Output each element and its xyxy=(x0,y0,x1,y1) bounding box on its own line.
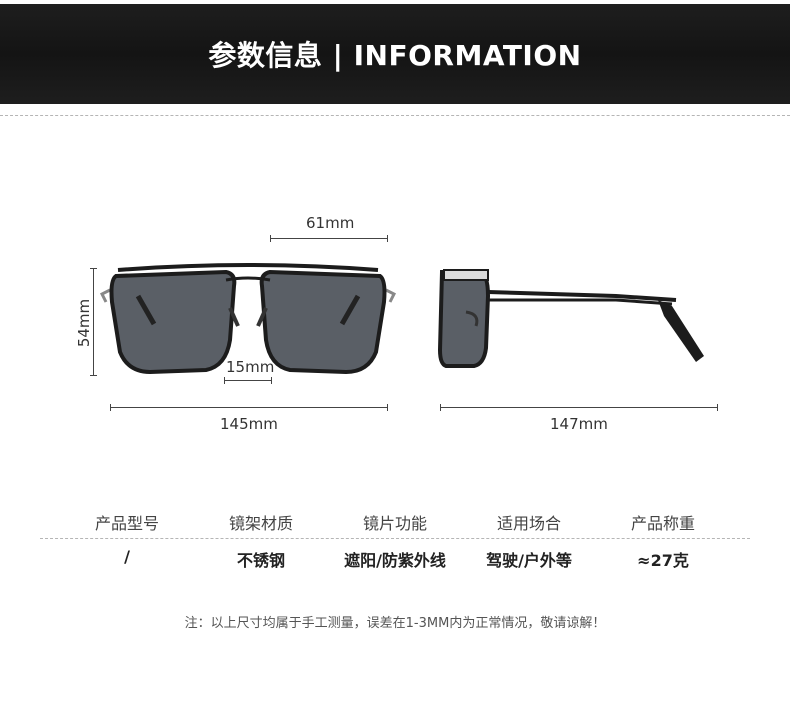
header-title: 参数信息 | INFORMATION xyxy=(208,39,582,72)
spec-value-function: 遮阳/防紫外线 xyxy=(344,551,446,570)
spec-value-material: 不锈钢 xyxy=(236,551,285,570)
temple-length-line xyxy=(440,404,718,411)
spec-header-occasion: 适用场合 xyxy=(496,514,561,533)
header-divider xyxy=(0,115,790,116)
glasses-side-image xyxy=(437,269,704,368)
specs-value-row: / 不锈钢 遮阳/防紫外线 驾驶/户外等 ≈27克 xyxy=(60,547,730,571)
spec-value-weight: ≈27克 xyxy=(637,551,689,570)
spec-header-function: 镜片功能 xyxy=(362,514,427,533)
temple-length-label: 147mm xyxy=(550,415,608,433)
bridge-label: 15mm xyxy=(226,358,275,376)
bridge-line xyxy=(224,377,272,384)
header-banner: 参数信息 | INFORMATION xyxy=(0,4,790,104)
spec-header-weight: 产品称重 xyxy=(630,514,695,533)
spec-value-model: / xyxy=(124,547,130,566)
lens-width-line xyxy=(270,235,388,242)
frame-width-line xyxy=(110,404,388,411)
specs-divider xyxy=(40,538,750,539)
lens-height-line xyxy=(90,268,97,376)
lens-height-label: 54mm xyxy=(75,298,94,348)
lens-width-label: 61mm xyxy=(306,214,355,232)
frame-width-label: 145mm xyxy=(220,415,278,433)
specs-header-row: 产品型号 镜架材质 镜片功能 适用场合 产品称重 xyxy=(60,510,730,534)
glasses-front-image xyxy=(99,263,397,375)
measurement-note: 注：以上尺寸均属于手工测量，误差在1-3MM内为正常情况，敬请谅解！ xyxy=(184,616,606,631)
spec-header-material: 镜架材质 xyxy=(228,514,293,533)
spec-value-occasion: 驾驶/户外等 xyxy=(486,551,572,570)
spec-header-model: 产品型号 xyxy=(94,514,159,533)
